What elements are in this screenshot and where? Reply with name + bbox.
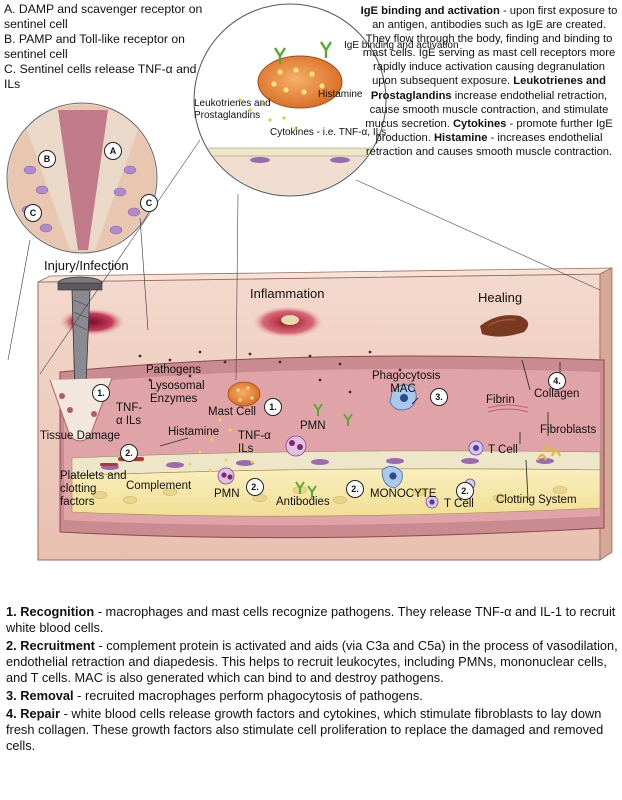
sentinel-marker-c-left: C	[24, 204, 42, 222]
released-mediators	[188, 418, 254, 472]
label-phagocytosis: Phagocytosis MAC	[372, 370, 441, 395]
step-recruitment: 2. Recruitment - complement protein is a…	[6, 638, 618, 686]
fibroblast-icons	[536, 445, 562, 461]
sentinel-c-text: C. Sentinel cells release TNF-α and ILs	[4, 62, 197, 91]
stage-injury: Injury/Infection	[44, 258, 129, 273]
ige-description: IgE binding and activation - upon first …	[360, 4, 618, 159]
label-fibrin: Fibrin	[486, 394, 515, 406]
wound-scab	[480, 315, 529, 337]
cyto-title: Cytokines	[452, 117, 507, 130]
mast-cell-inset	[39, 3, 601, 381]
step-2-body: - complement protein is activated and ai…	[6, 638, 618, 685]
label-histamine: Histamine	[168, 426, 220, 438]
collagen-fibers	[487, 404, 529, 413]
step-recognition: 1. Recognition - macrophages and mast ce…	[6, 604, 618, 636]
label-pathogens: Pathogens	[146, 364, 201, 376]
label-pmn-upper: PMN	[300, 420, 326, 432]
label-collagen: Collagen	[534, 388, 580, 400]
inset-cytokines-label: Cytokines - i.e. TNF-α, ILs	[270, 127, 387, 138]
label-pmn-lower: PMN	[214, 488, 240, 500]
step-3-title: 3. Removal	[6, 688, 74, 703]
sentinel-marker-b: B	[38, 150, 56, 168]
step-repair: 4. Repair - white blood cells release gr…	[6, 706, 618, 754]
steps-description: 1. Recognition - macrophages and mast ce…	[6, 604, 618, 756]
leuko-title: Leukotrienes and Prostaglandins	[370, 75, 606, 102]
step-removal: 3. Removal - recruited macrophages perfo…	[6, 688, 618, 704]
stage-healing: Healing	[478, 290, 523, 305]
hist-body: - increases endothelial retraction and c…	[365, 131, 613, 158]
label-lysosomal: Lysosomal Enzymes	[150, 380, 205, 405]
ige-body: - upon first exposure to an antigen, ant…	[362, 5, 618, 88]
marker-step-2-a: 2.	[120, 444, 138, 462]
leuko-body: increase endothelial retraction, cause s…	[365, 89, 609, 130]
step-1-body: - macrophages and mast cells recognize p…	[6, 604, 616, 635]
marker-step-1-left: 1.	[92, 384, 110, 402]
sentinel-inset	[6, 102, 158, 361]
label-tnf-mid: TNF-α ILs	[238, 430, 271, 455]
label-platelets: Platelets and clotting factors	[60, 470, 127, 508]
inset-histamine-label: Histamine	[318, 89, 363, 100]
monocyte-cell	[381, 466, 403, 489]
wound-inflamed	[252, 306, 324, 338]
sentinel-marker-c-right: C	[140, 194, 158, 212]
label-t-cell-lower: T Cell	[444, 498, 474, 510]
stage-inflammation: Inflammation	[250, 286, 325, 301]
step-4-body: - white blood cells release growth facto…	[6, 706, 604, 753]
label-tnf-left: TNF-α ILs	[116, 402, 143, 427]
label-fibroblasts: Fibroblasts	[540, 424, 597, 436]
inset-leukotrienes-label: Leukotrienes and Prostaglandins	[194, 98, 271, 121]
label-monocyte: MONOCYTE	[370, 488, 437, 500]
marker-step-2-c: 2.	[346, 480, 364, 498]
pmn-cell	[217, 435, 307, 485]
wound-injury	[58, 308, 126, 336]
label-antibodies: Antibodies	[276, 496, 330, 508]
label-clotting: Clotting System	[496, 494, 577, 506]
marker-step-1-mid: 1.	[264, 398, 282, 416]
sentinel-marker-a: A	[104, 142, 122, 160]
step-3-body: - recruited macrophages perform phagocyt…	[73, 688, 423, 703]
sentinel-legend: A. DAMP and scavenger receptor on sentin…	[4, 2, 204, 92]
hist-title: Histamine	[433, 131, 488, 144]
marker-step-2-b: 2.	[246, 478, 264, 496]
step-2-title: 2. Recruitment	[6, 638, 95, 653]
label-mast-cell: Mast Cell	[208, 406, 256, 418]
marker-step-4: 4.	[548, 372, 566, 390]
antibody-icons	[295, 403, 353, 498]
ige-title: IgE binding and activation	[360, 5, 500, 17]
blood-vessel	[59, 355, 605, 539]
step-1-title: 1. Recognition	[6, 604, 95, 619]
sentinel-a-text: A. DAMP and scavenger receptor on sentin…	[4, 2, 203, 31]
step-4-title: 4. Repair	[6, 706, 61, 721]
cyto-body: - promote further IgE production.	[375, 117, 613, 144]
mast-cell	[227, 381, 261, 407]
label-complement: Complement	[126, 480, 192, 492]
inset-ige-label: IgE binding and activation	[344, 40, 459, 51]
sentinel-b-text: B. PAMP and Toll-like receptor on sentin…	[4, 32, 185, 61]
label-tissue-damage: Tissue Damage	[40, 430, 121, 442]
marker-step-2-d: 2.	[456, 482, 474, 500]
label-t-cell-upper: T Cell	[488, 444, 518, 456]
marker-step-3: 3.	[430, 388, 448, 406]
